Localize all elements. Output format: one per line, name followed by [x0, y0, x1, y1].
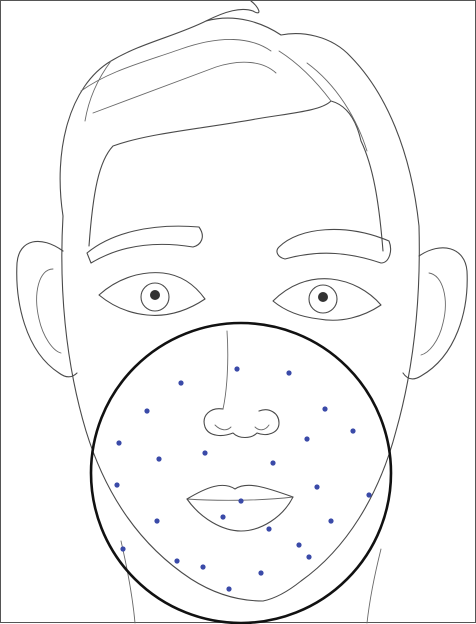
hairline — [89, 101, 383, 251]
ears — [17, 241, 467, 378]
nose-bridge — [223, 331, 228, 409]
eyebrows — [87, 226, 391, 263]
hair-strand-4 — [307, 63, 367, 151]
marker-dot — [314, 484, 319, 489]
marker-dot — [328, 518, 333, 523]
marker-dot — [304, 436, 309, 441]
marker-dot — [220, 514, 225, 519]
left-nostril — [215, 425, 231, 430]
marker-dot — [226, 586, 231, 591]
marker-dot — [144, 408, 149, 413]
right-ear-inner — [421, 273, 445, 355]
marker-dot — [200, 564, 205, 569]
left-face-contour — [62, 216, 263, 601]
marker-dot — [120, 546, 125, 551]
face-outline — [62, 216, 419, 623]
marker-dot — [238, 498, 243, 503]
nose-tip — [204, 409, 279, 438]
marker-dot — [366, 492, 371, 497]
right-face-contour — [263, 226, 419, 601]
hair-strand-1 — [81, 39, 271, 91]
neck-left-line — [121, 541, 135, 623]
lower-face-circle — [91, 323, 391, 623]
marker-dot — [156, 456, 161, 461]
marker-dot — [178, 380, 183, 385]
right-ear — [403, 248, 467, 379]
marker-dot — [174, 558, 179, 563]
marker-dot — [258, 570, 263, 575]
right-nostril — [255, 425, 269, 430]
marker-dot — [322, 406, 327, 411]
left-ear — [17, 241, 77, 376]
mouth — [187, 485, 293, 531]
left-eyebrow — [87, 226, 202, 263]
marker-dot — [286, 370, 291, 375]
marker-dot — [350, 428, 355, 433]
hair-strand-3 — [279, 51, 331, 101]
nose — [204, 331, 279, 438]
neck-right-line — [367, 549, 381, 623]
marker-dot — [296, 542, 301, 547]
hair-outline-left — [60, 1, 259, 216]
marker-dot — [306, 554, 311, 559]
marker-dot — [202, 450, 207, 455]
marker-dot — [154, 518, 159, 523]
marker-dot — [114, 482, 119, 487]
left-pupil — [150, 290, 160, 300]
right-pupil — [318, 292, 328, 302]
upper-lip — [187, 485, 293, 499]
marker-dot — [266, 526, 271, 531]
hair — [60, 1, 419, 251]
eyes — [99, 273, 381, 321]
marker-dot — [116, 440, 121, 445]
marker-dot — [270, 460, 275, 465]
left-ear-inner — [37, 269, 61, 353]
dots-layer — [114, 366, 371, 591]
right-eyebrow — [277, 230, 391, 263]
marker-dot — [234, 366, 239, 371]
